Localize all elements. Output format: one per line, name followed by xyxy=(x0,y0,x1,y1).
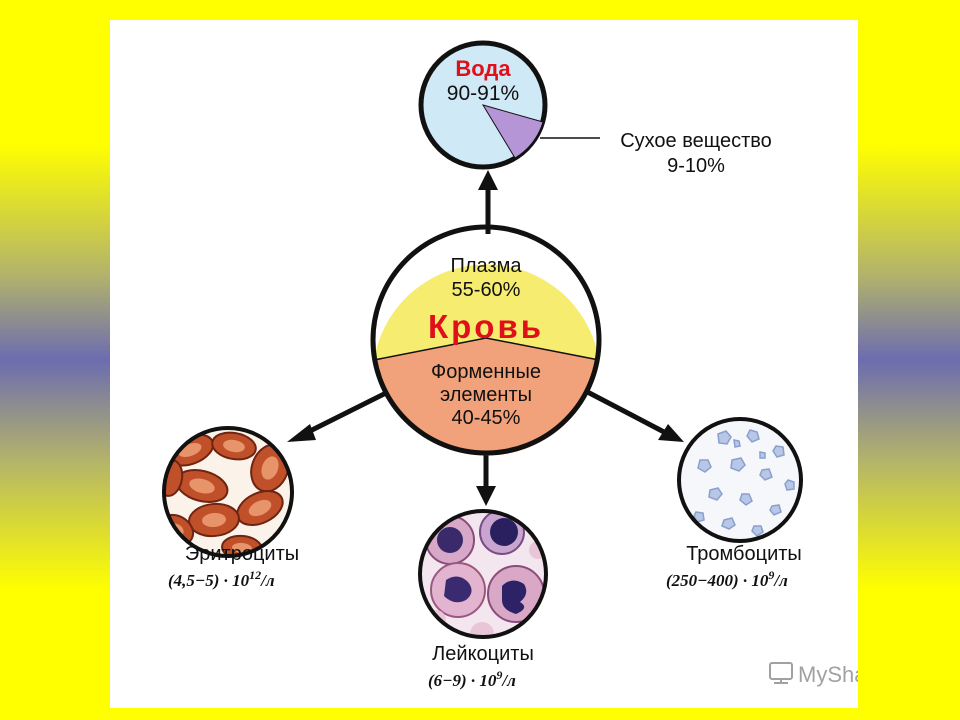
arrow-to-thrombocytes xyxy=(574,383,684,442)
dry-matter-percent: 9-10% xyxy=(667,155,725,177)
erythrocytes-label: Эритроциты xyxy=(185,543,299,565)
dry-matter-slice xyxy=(481,104,544,159)
slide-canvas: Вода 90-91% Сухое вещество 9-10% Плазма … xyxy=(110,20,898,708)
plasma-label: Плазма xyxy=(451,255,523,277)
myshared-watermark: MyShared xyxy=(769,662,898,687)
formed-label-line1: Форменные xyxy=(431,361,541,383)
dry-matter-label: Сухое вещество xyxy=(620,130,772,152)
blood-circle-outline xyxy=(370,224,602,456)
water-pie: Вода 90-91% xyxy=(418,40,548,170)
section-divider xyxy=(373,337,600,361)
thrombocytes-label: Тромбоциты xyxy=(686,543,802,565)
platelets-illustration xyxy=(693,429,795,537)
formed-elements-section xyxy=(374,338,599,456)
leukocytes-label: Лейкоциты xyxy=(432,643,534,665)
blood-title: Кровь xyxy=(428,308,544,345)
watermark-monitor-icon xyxy=(769,662,793,684)
thrombocytes-formula: (250−400) · 109/л xyxy=(666,568,788,590)
leukocytes-formula: (6−9) · 109/л xyxy=(428,668,516,690)
thrombocytes-circle xyxy=(677,417,803,543)
erythrocytes-formula: (4,5−5) · 1012/л xyxy=(168,568,275,590)
blood-circle: Плазма 55-60% Кровь Форменные элементы 4… xyxy=(370,224,602,456)
water-title: Вода xyxy=(455,56,511,81)
plasma-percent: 55-60% xyxy=(452,279,521,301)
blood-composition-diagram: Вода 90-91% Сухое вещество 9-10% Плазма … xyxy=(162,40,898,690)
arrow-to-water xyxy=(478,170,498,234)
red-blood-cells-illustration xyxy=(164,431,290,556)
formed-label-line2: элементы xyxy=(440,384,532,406)
water-percent: 90-91% xyxy=(447,82,519,105)
plasma-section xyxy=(374,264,599,360)
erythrocytes-circle xyxy=(162,426,294,558)
leukocytes-circle xyxy=(418,509,548,639)
formed-percent: 40-45% xyxy=(452,407,521,429)
watermark-text: MyShared xyxy=(798,662,858,687)
